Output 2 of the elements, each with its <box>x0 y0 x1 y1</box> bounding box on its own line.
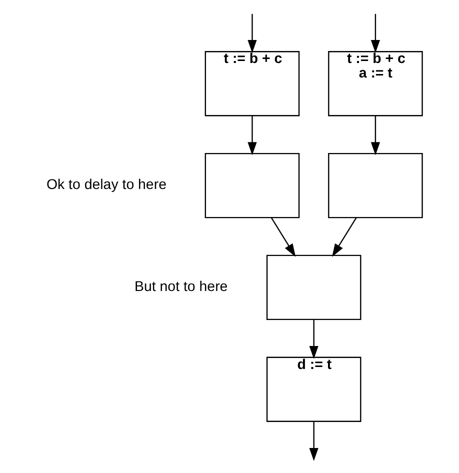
node-label: But not to here <box>134 279 228 296</box>
node-label: Ok to delay to here <box>46 177 166 194</box>
